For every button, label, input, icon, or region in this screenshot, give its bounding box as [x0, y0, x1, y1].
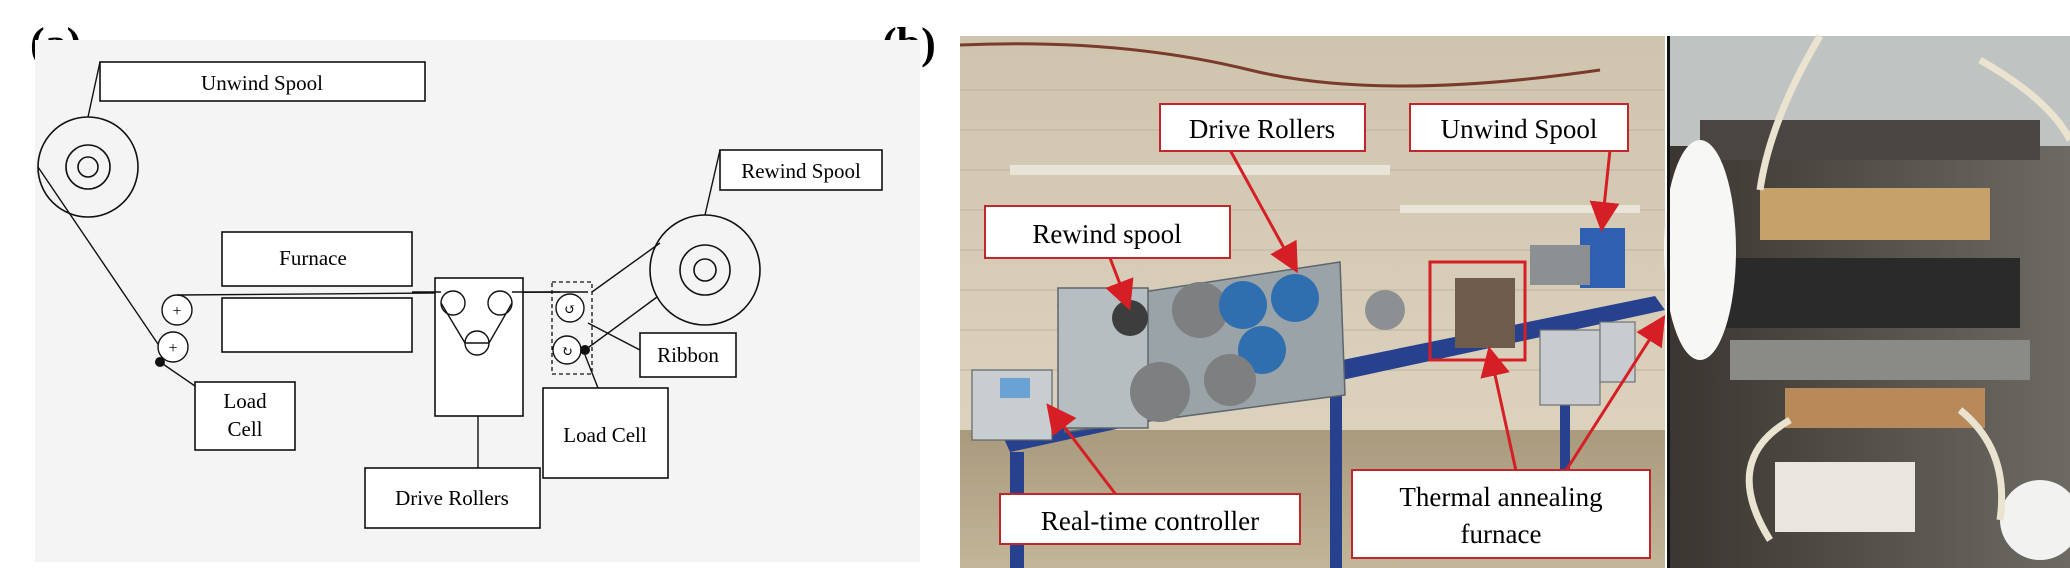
left-roller-icon: + + — [157, 294, 193, 363]
unwind-leader-line — [87, 61, 101, 118]
ribbon-segment-rewind-bottom — [584, 296, 658, 351]
right-load-cell-frame — [551, 281, 593, 375]
rewind-spool-label: Rewind Spool — [741, 159, 861, 183]
svg-text:+: + — [172, 303, 181, 320]
drive-roller-icon — [440, 290, 513, 356]
unwind-spool-label: Unwind Spool — [201, 71, 323, 95]
furnace-highlight-box — [1428, 260, 1527, 362]
right-load-cell-box — [542, 387, 669, 479]
ribbon-segment-rewind-top — [591, 242, 661, 293]
callout-real-time-controller-label: Real-time controller — [1041, 506, 1259, 536]
drive-rollers-label: Drive Rollers — [395, 486, 509, 510]
callout-thermal-annealing-furnace: Thermal annealing furnace — [1351, 469, 1651, 559]
callout-drive-rollers-label: Drive Rollers — [1189, 114, 1335, 144]
ribbon-leader-line — [587, 322, 641, 351]
callout-arrows — [1046, 149, 1666, 501]
svg-text:+: + — [168, 340, 177, 357]
right-load-cell-label: Load Cell — [563, 423, 647, 447]
svg-text:↺: ↺ — [564, 303, 576, 318]
ribbon-segment-unwind — [37, 166, 161, 348]
left-load-cell-leader — [159, 361, 196, 387]
left-load-cell-label-2: Cell — [228, 417, 263, 441]
furnace-bottom-box — [221, 297, 413, 353]
svg-text:↻: ↻ — [561, 345, 573, 360]
rewind-spool-box — [719, 149, 883, 191]
callout-rewind-spool: Rewind spool — [984, 205, 1231, 259]
callout-drive-rollers: Drive Rollers — [1159, 103, 1366, 152]
furnace-top-box — [221, 231, 413, 287]
rewind-leader-line — [704, 149, 721, 216]
ribbon-box — [639, 332, 737, 378]
callout-unwind-spool: Unwind Spool — [1409, 103, 1629, 152]
callout-unwind-spool-label: Unwind Spool — [1441, 114, 1598, 144]
left-load-cell-box — [194, 381, 296, 451]
callout-real-time-controller: Real-time controller — [999, 493, 1301, 545]
callout-thermal-annealing-label-2: furnace — [1461, 519, 1542, 549]
ribbon-label: Ribbon — [657, 343, 719, 367]
right-roller-icon: ↺ ↻ — [552, 293, 585, 365]
unwind-spool-box — [99, 61, 426, 102]
furnace-closeup-photo — [1664, 34, 2070, 568]
drive-rollers-box — [364, 467, 541, 529]
callout-thermal-annealing-label-1: Thermal annealing — [1399, 482, 1602, 512]
right-load-cell-leader — [584, 354, 599, 389]
left-load-cell-label-1: Load — [223, 389, 267, 413]
furnace-label: Furnace — [279, 246, 347, 270]
callout-rewind-spool-label: Rewind spool — [1032, 219, 1181, 249]
